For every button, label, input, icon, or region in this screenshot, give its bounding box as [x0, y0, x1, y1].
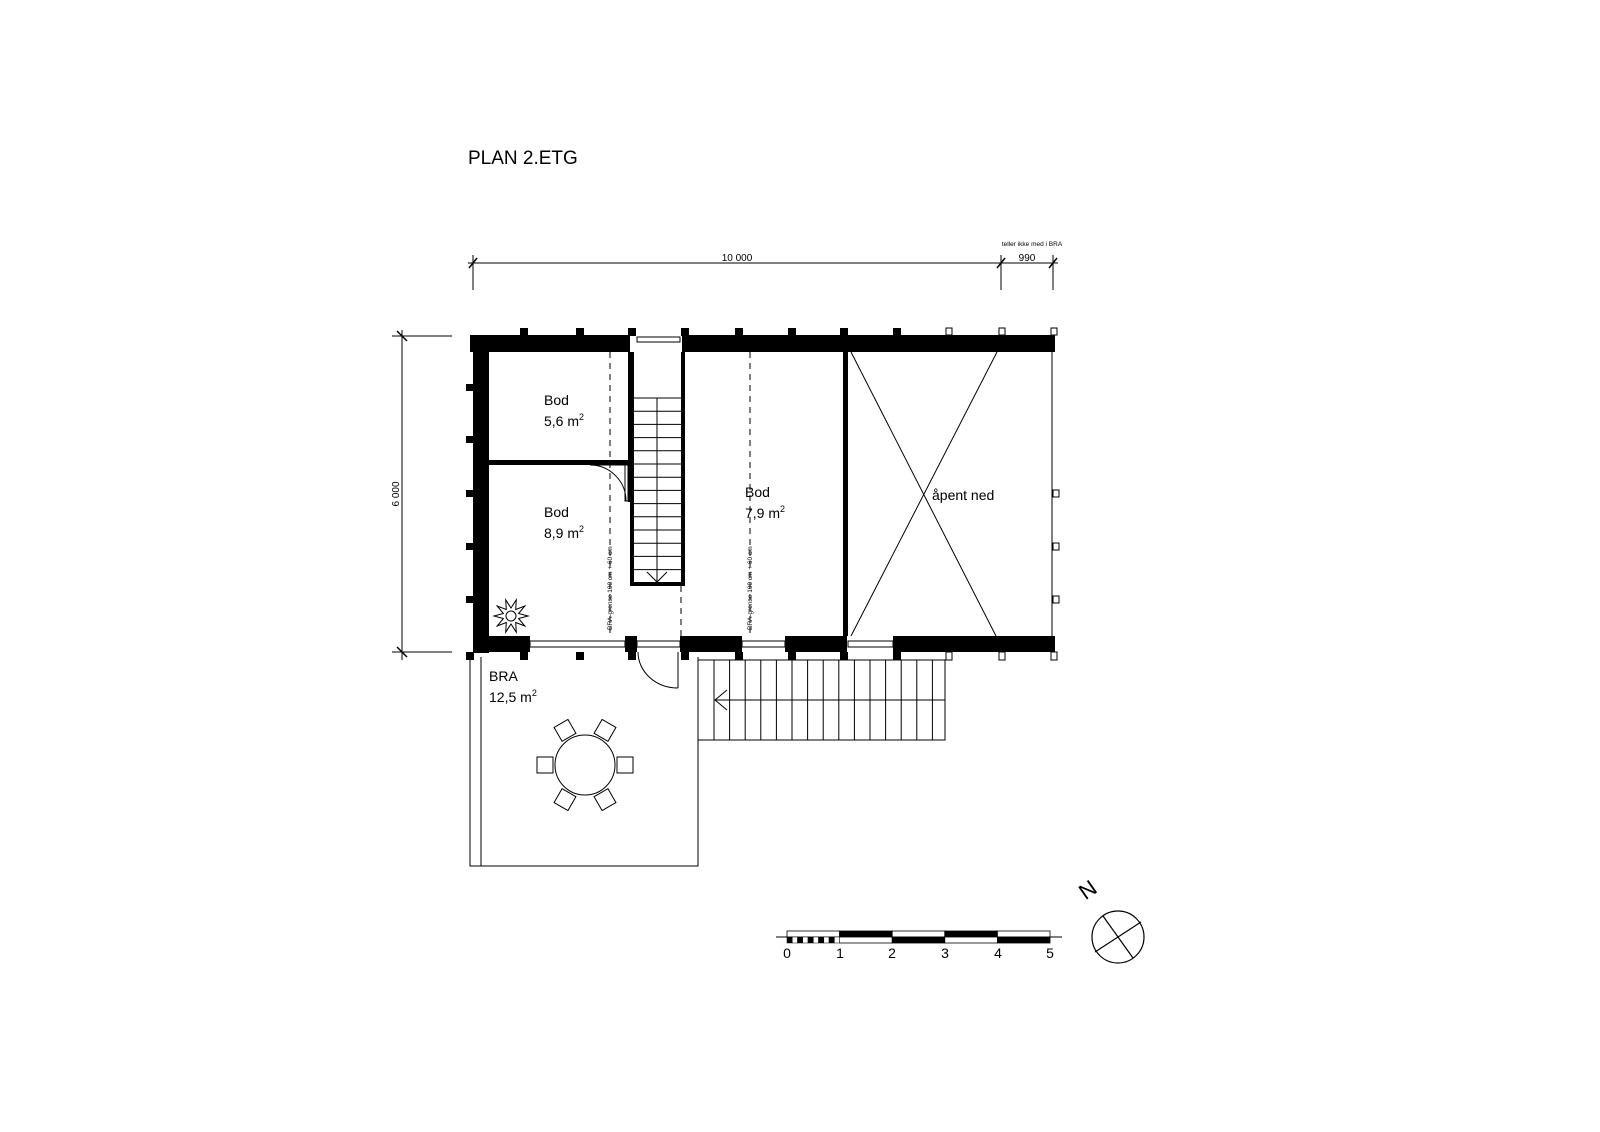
scale-subsegment [823, 936, 830, 944]
scale-subsegment [834, 936, 840, 944]
plant-icon [492, 597, 530, 635]
exterior-stair[interactable] [697, 659, 946, 741]
dimension-top [468, 255, 1058, 290]
room-bod-2: Bod 8,9 m2 [544, 504, 584, 541]
room-bod-1: Bod 5,6 m2 [544, 392, 584, 429]
scale-subsegment [797, 936, 804, 944]
posts [466, 328, 901, 660]
scale-subsegment [792, 936, 798, 944]
svg-text:2: 2 [888, 945, 896, 961]
svg-text:0: 0 [783, 945, 791, 961]
scale-segment [944, 936, 998, 944]
scale-labels: 0 1 2 3 4 5 [783, 945, 1054, 961]
door-bod[interactable] [589, 464, 629, 502]
bra-limit-label: BRA-grense 190 cm + 60 cm [747, 546, 754, 630]
plant-center [505, 610, 517, 622]
bra-limit-label: BRA-grense 190 cm + 60 cm [607, 546, 614, 630]
room-open-below: åpent ned [932, 487, 994, 503]
posts-open [945, 327, 1060, 661]
svg-text:5,6 m2: 5,6 m2 [544, 412, 584, 429]
scale-subsegment [802, 936, 809, 944]
chair [553, 718, 577, 742]
scale-segment [839, 936, 893, 944]
chair [616, 756, 634, 774]
scale-segment [997, 930, 1051, 938]
svg-text:7,9 m2: 7,9 m2 [745, 504, 785, 521]
room-bod-3: Bod 7,9 m2 [745, 484, 785, 521]
svg-text:Bod: Bod [544, 504, 569, 520]
open-below [850, 351, 1053, 637]
scale-subsegment [828, 936, 835, 944]
scale-segment [944, 930, 998, 938]
bra-limit-lines [609, 352, 751, 636]
scale-segment [997, 936, 1051, 944]
chair [536, 756, 554, 774]
dimension-left [392, 330, 452, 660]
chair [553, 788, 577, 812]
chair [593, 788, 617, 812]
dining-table [536, 718, 634, 812]
chair [593, 718, 617, 742]
svg-text:3: 3 [941, 945, 949, 961]
arrow-down-icon [646, 571, 668, 583]
plan-title: PLAN 2.ETG [468, 148, 578, 169]
room-bra-terrace: BRA 12,5 m2 [489, 668, 537, 705]
svg-text:Bod: Bod [544, 392, 569, 408]
svg-text:4: 4 [994, 945, 1002, 961]
svg-text:Bod: Bod [745, 484, 770, 500]
extension-note: teller ikke med i BRA [1002, 241, 1063, 248]
dimension-extension: 990 [1019, 253, 1036, 264]
interior-stair[interactable] [634, 397, 681, 583]
scale-segment [786, 930, 840, 938]
svg-text:5: 5 [1046, 945, 1054, 961]
dimension-depth: 6 000 [391, 481, 402, 506]
north-arrow-icon [1091, 910, 1145, 964]
scale-subsegment [818, 936, 825, 944]
scale-subsegment [813, 936, 819, 944]
door-terrace[interactable] [636, 640, 681, 689]
scale-subsegment [786, 936, 793, 944]
scale-segment [891, 930, 946, 938]
arrow-left-icon [714, 689, 728, 711]
svg-text:12,5 m2: 12,5 m2 [489, 688, 537, 705]
scale-bar [776, 930, 1062, 944]
terrace [469, 657, 699, 867]
scale-segment [891, 936, 946, 944]
dimension-width: 10 000 [722, 253, 753, 264]
walls [470, 335, 1055, 653]
north-label: N [1074, 875, 1101, 905]
scale-subsegment [807, 936, 814, 944]
table-top [554, 734, 616, 796]
windows [529, 336, 894, 648]
svg-text:8,9 m2: 8,9 m2 [544, 524, 584, 541]
svg-text:BRA: BRA [489, 668, 518, 684]
scale-segment [839, 930, 893, 938]
svg-text:1: 1 [836, 945, 844, 961]
